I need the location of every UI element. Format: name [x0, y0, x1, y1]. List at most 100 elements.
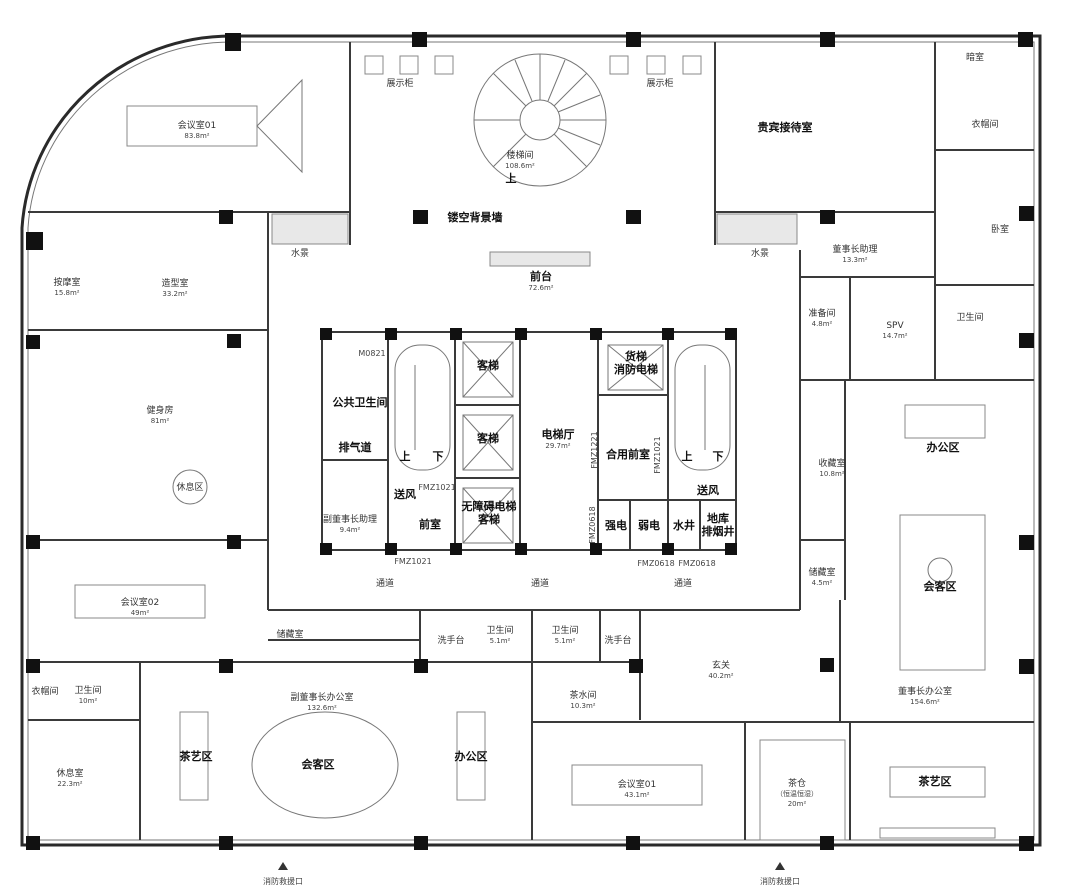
room-name: 造型室 [161, 277, 188, 289]
room-area: 154.6m² [910, 698, 940, 706]
smoke-shaft-label: 地库 [707, 511, 729, 525]
room-area: 4.8m² [812, 320, 833, 328]
room-name: 楼梯间 [506, 149, 533, 161]
room-name: 电梯厅 [542, 427, 575, 441]
weak-current-label: 弱电 [638, 518, 660, 532]
furniture [74, 78, 996, 841]
room-name: 按摩室 [53, 276, 80, 288]
room-area: 5.1m² [490, 637, 511, 645]
room-area: 132.6m² [307, 704, 337, 712]
room-name: 储藏室 [808, 566, 835, 578]
corridor-label: 通道 [376, 577, 394, 589]
room-name: 会议室01 [178, 119, 216, 131]
door-code: FMZ0618 [678, 559, 715, 568]
structural-columns [26, 32, 1034, 851]
corridor-label: 通道 [674, 577, 692, 589]
display-cabinet-label: 展示柜 [386, 77, 413, 89]
room-area: 29.7m² [545, 442, 570, 450]
stair-up-label: 上 [506, 171, 517, 185]
strong-current-label: 强电 [605, 518, 627, 532]
accessible-lift-label: 无障碍电梯 [461, 499, 517, 513]
room-area: 33.2m² [162, 290, 187, 298]
room-area: 10m² [79, 697, 98, 705]
room-name: 办公区 [455, 749, 488, 763]
room-area: 15.8m² [54, 289, 79, 297]
room-name: SPV [886, 321, 904, 331]
room-name: 副董事长助理 [323, 513, 377, 525]
display-cabinet-label: 展示柜 [646, 77, 673, 89]
room-name: 玄关 [712, 659, 730, 671]
room-name: 茶仓 [788, 777, 806, 789]
room-name: 衣帽间 [971, 118, 998, 130]
water-feature-label: 水景 [291, 247, 309, 259]
room-area: 4.5m² [812, 579, 833, 587]
room-name: 卫生间 [956, 311, 983, 323]
room-name: 健身房 [146, 404, 173, 416]
room-name: 会客区 [924, 579, 957, 593]
washbasin-label: 洗手台 [437, 634, 464, 646]
room-name: 董事长助理 [832, 243, 877, 255]
room-name: 储藏室 [276, 628, 303, 640]
room-name: 暗室 [966, 51, 984, 63]
room-area: 13.3m² [842, 256, 867, 264]
passenger-lift-label: 客梯 [476, 431, 499, 445]
room-name: 卧室 [991, 223, 1009, 235]
room-name: 茶艺区 [918, 774, 952, 788]
public-wc-label: 公共卫生间 [333, 395, 388, 409]
freight-lift-label: 货梯 [624, 349, 647, 363]
fire-rescue-label: 消防救援口 [760, 876, 800, 886]
hollow-wall-label: 镂空背景墙 [448, 210, 503, 224]
stair-up-label: 上 [682, 449, 693, 463]
outer-walls [20, 34, 1042, 847]
passenger-lift-label: 客梯 [476, 358, 499, 372]
exhaust-label: 排气道 [339, 440, 372, 454]
anteroom-label: 前室 [419, 517, 441, 531]
smoke-shaft-label: 排烟井 [702, 524, 735, 538]
spiral-staircase [473, 53, 607, 187]
room-name: 卫生间 [551, 624, 578, 636]
water-well-label: 水井 [673, 518, 695, 532]
room-area: 49m² [131, 609, 150, 617]
room-area: 40.2m² [708, 672, 733, 680]
room-name: 董事长办公室 [898, 685, 952, 697]
stair-down-label: 下 [713, 450, 724, 463]
lift-cars [462, 341, 664, 544]
room-area: 83.8m² [184, 132, 209, 140]
room-name: 会议室01 [618, 778, 656, 790]
room-name: 会客区 [302, 757, 335, 771]
water-feature-left [271, 213, 349, 245]
washbasin-label: 洗手台 [604, 634, 631, 646]
room-name: 收藏室 [818, 457, 845, 469]
room-area: 72.6m² [528, 284, 553, 292]
reception-desk [489, 251, 591, 267]
door-code: FMZ0618 [588, 506, 597, 543]
water-feature-label: 水景 [751, 247, 769, 259]
room-area: 5.1m² [555, 637, 576, 645]
room-name: 茶艺区 [179, 749, 213, 763]
door-code: M0821 [358, 349, 385, 358]
room-area: 9.4m² [340, 526, 361, 534]
room-name: 贵宾接待室 [758, 120, 813, 134]
accessible-lift-label: 客梯 [477, 512, 500, 526]
fire-lift-label: 消防电梯 [614, 362, 658, 376]
room-name: 卫生间 [74, 684, 101, 696]
door-code: FMZ1021 [394, 557, 431, 566]
room-area: 20m² [788, 800, 807, 808]
air-supply-label: 送风 [393, 487, 416, 501]
room-area: 10.3m² [570, 702, 595, 710]
room-name: 副董事长办公室 [290, 691, 353, 703]
shared-anteroom-label: 合用前室 [606, 447, 650, 461]
corridor-label: 通道 [531, 577, 549, 589]
room-area: 14.7m² [882, 332, 907, 340]
room-area: 10.8m² [819, 470, 844, 478]
fire-rescue-marker [278, 862, 785, 870]
room-name: 准备间 [808, 307, 835, 319]
display-cabinets [364, 55, 702, 75]
room-name: 休息区 [176, 481, 203, 493]
room-name: 前台 [530, 269, 552, 283]
room-name: 卫生间 [486, 624, 513, 636]
door-code: FMZ1221 [590, 431, 599, 468]
door-code: FMZ1021 [418, 483, 455, 492]
